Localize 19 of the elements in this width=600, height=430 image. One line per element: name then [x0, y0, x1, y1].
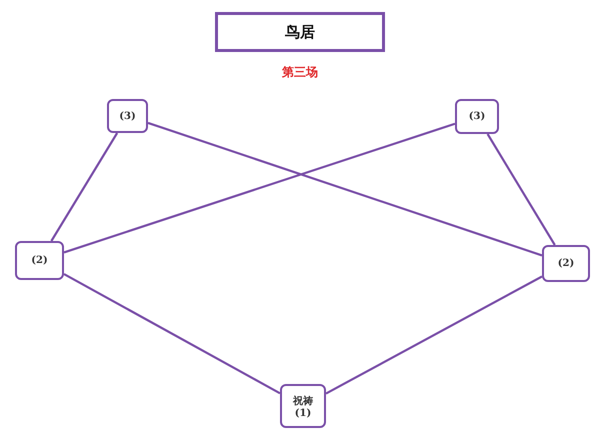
connector-line [325, 276, 543, 394]
connector-line [148, 122, 542, 256]
scene-text: (3) [119, 110, 136, 122]
title-box [215, 12, 385, 52]
subtitle-text: 第三场 [282, 64, 318, 81]
title-text: 鸟居 [285, 22, 315, 42]
scene-text: 祝祷 [293, 394, 313, 408]
scene-box [455, 99, 499, 134]
scene-box [15, 241, 64, 280]
connector-line [64, 122, 456, 254]
scene-box [280, 384, 326, 428]
scene-text: (2) [558, 258, 574, 269]
scene-text: (3) [468, 111, 486, 122]
scene-text: (1) [294, 408, 312, 418]
scene-text: (2) [31, 255, 48, 266]
scene-box [107, 99, 148, 133]
connector-line [486, 133, 556, 246]
scene-box [542, 245, 590, 282]
connector-line [50, 132, 118, 242]
